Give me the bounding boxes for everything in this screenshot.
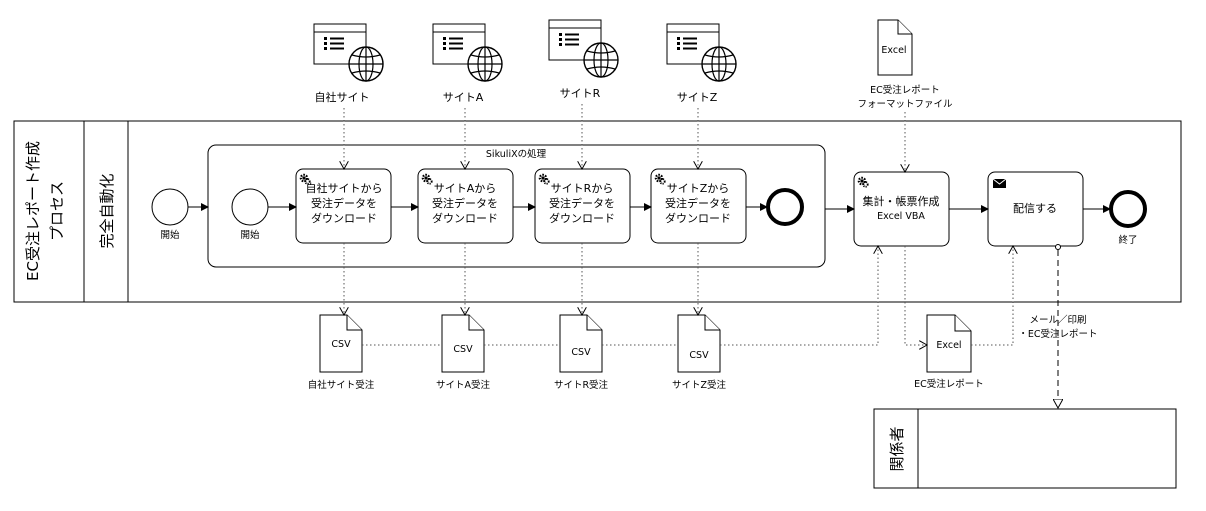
svg-text:集計・帳票作成: 集計・帳票作成: [863, 194, 940, 208]
sequence-flows: [188, 203, 1111, 213]
svg-text:受注データを: 受注データを: [432, 196, 498, 210]
svg-text:サイトRから: サイトRから: [551, 182, 614, 195]
start-event-outer-label: 開始: [160, 229, 180, 241]
svg-text:CSV: CSV: [571, 347, 591, 358]
svg-text:CSV: CSV: [689, 350, 709, 361]
svg-text:CSV: CSV: [453, 344, 473, 355]
svg-text:自社サイト: 自社サイト: [315, 90, 370, 104]
excel-report-file[interactable]: Excel EC受注レポート: [914, 314, 984, 390]
task-download-site-r[interactable]: サイトRから 受注データを ダウンロード: [534, 168, 631, 244]
pool-title-line2: プロセス: [48, 181, 66, 241]
message-label-line2: ・EC受注レポート: [1018, 328, 1097, 340]
pool-title: EC受注レポート作成: [24, 141, 42, 281]
svg-text:サイトA受注: サイトA受注: [436, 379, 490, 391]
svg-text:CSV: CSV: [331, 339, 351, 350]
svg-text:自社サイトから: 自社サイトから: [306, 181, 383, 195]
svg-text:ダウンロード: ダウンロード: [432, 211, 498, 225]
svg-text:受注データを: 受注データを: [311, 196, 377, 210]
svg-text:フォーマットファイル: フォーマットファイル: [857, 99, 953, 110]
svg-text:ダウンロード: ダウンロード: [311, 211, 377, 225]
task-download-site-z[interactable]: サイトZから 受注データを ダウンロード: [650, 168, 747, 244]
message-label: メール／印刷: [1029, 314, 1086, 326]
csv-site-r[interactable]: CSV サイトR受注: [554, 314, 609, 391]
svg-text:ダウンロード: ダウンロード: [549, 211, 615, 225]
svg-text:Excel: Excel: [936, 340, 961, 351]
site-a[interactable]: サイトA: [432, 23, 503, 104]
svg-text:サイトZ: サイトZ: [677, 91, 718, 104]
participant-pool[interactable]: 関係者: [873, 408, 1177, 489]
browser-window-icon: [548, 19, 619, 78]
subprocess-title: SikuliXの処理: [486, 148, 547, 160]
svg-text:受注データを: 受注データを: [665, 196, 731, 210]
envelope-icon: [992, 178, 1007, 188]
end-event[interactable]: 終了: [1109, 190, 1147, 246]
task-aggregate-excel-vba[interactable]: 集計・帳票作成 Excel VBA: [853, 171, 950, 247]
svg-text:EC受注レポート: EC受注レポート: [914, 378, 984, 390]
lane-title: 完全自動化: [98, 173, 116, 248]
svg-text:サイトR: サイトR: [560, 87, 601, 100]
start-event-inner-label: 開始: [240, 229, 260, 241]
svg-text:EC受注レポート: EC受注レポート: [870, 84, 940, 96]
message-flow: メール／印刷 ・EC受注レポート: [1018, 244, 1098, 409]
browser-window-icon: [313, 23, 384, 82]
svg-text:サイトZから: サイトZから: [667, 182, 730, 195]
browser-window-icon: [432, 23, 503, 82]
svg-text:Excel: Excel: [881, 45, 906, 56]
site-r[interactable]: サイトR: [548, 19, 619, 100]
site-z[interactable]: サイトZ: [666, 23, 737, 104]
participant-title: 関係者: [888, 426, 906, 471]
end-event-inner[interactable]: [766, 188, 804, 226]
site-own[interactable]: 自社サイト: [313, 23, 384, 104]
svg-text:サイトR受注: サイトR受注: [554, 379, 609, 391]
svg-text:サイトZ受注: サイトZ受注: [672, 379, 727, 391]
csv-site-z[interactable]: CSV サイトZ受注: [672, 314, 727, 391]
svg-text:サイトA: サイトA: [443, 91, 484, 104]
data-associations: [344, 104, 1013, 345]
task-download-own-site[interactable]: 自社サイトから 受注データを ダウンロード: [295, 168, 392, 244]
task-send[interactable]: 配信する: [987, 171, 1084, 247]
svg-text:サイトAから: サイトAから: [434, 182, 497, 195]
svg-text:Excel VBA: Excel VBA: [877, 211, 925, 222]
csv-site-a[interactable]: CSV サイトA受注: [436, 314, 490, 391]
excel-format-file[interactable]: Excel EC受注レポート フォーマットファイル: [857, 19, 953, 110]
task-download-site-a[interactable]: サイトAから 受注データを ダウンロード: [417, 168, 514, 244]
end-event-label: 終了: [1118, 234, 1137, 246]
svg-text:配信する: 配信する: [1013, 202, 1057, 215]
svg-text:受注データを: 受注データを: [549, 196, 615, 210]
csv-own-site[interactable]: CSV 自社サイト受注: [308, 314, 375, 391]
svg-text:自社サイト受注: 自社サイト受注: [308, 379, 375, 391]
svg-text:ダウンロード: ダウンロード: [665, 211, 731, 225]
browser-window-icon: [666, 23, 737, 82]
